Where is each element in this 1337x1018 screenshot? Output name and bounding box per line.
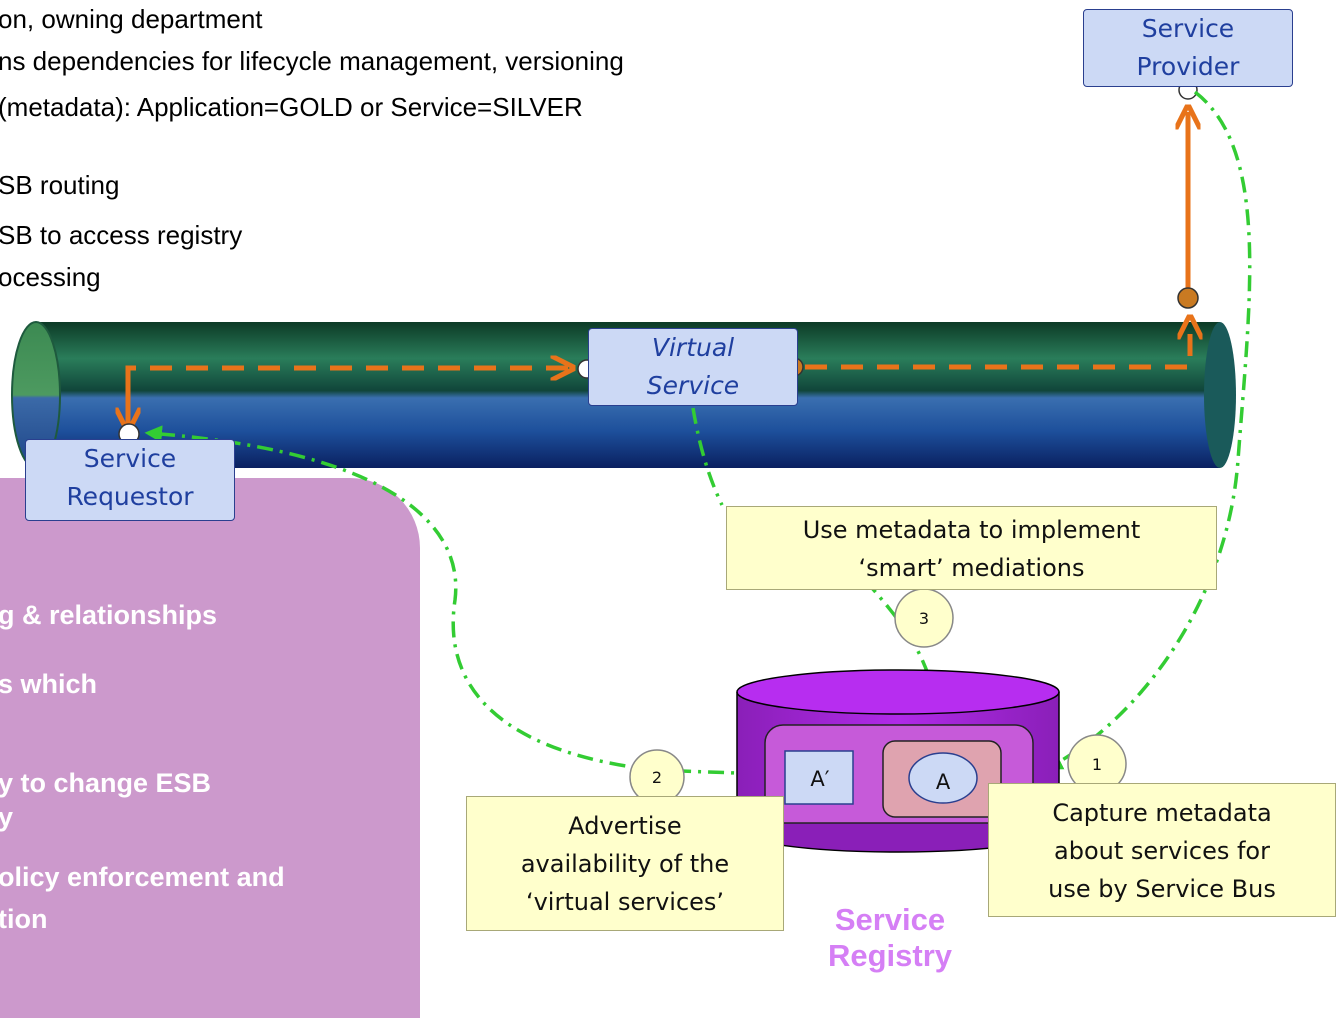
panel-line-y: y xyxy=(0,802,14,832)
note-smart-line2: ‘smart’ mediations xyxy=(858,554,1085,582)
registry-entry-a-prime-label: A′ xyxy=(810,767,829,791)
advertise-flow-line xyxy=(144,425,791,777)
note-advertise-line3: ‘virtual services’ xyxy=(525,888,725,916)
service-provider-line1: Service xyxy=(1141,14,1235,43)
panel-line-relationships: g & relationships xyxy=(0,600,218,630)
service-registry-label: Service Registry xyxy=(790,902,990,974)
provider-endpoint-dot xyxy=(1177,287,1199,309)
registry-label-line2: Registry xyxy=(827,938,953,973)
panel-line-which: s which xyxy=(0,669,98,699)
note-capture-line2: about services for xyxy=(1054,837,1270,865)
step-marker-3: 3 xyxy=(894,588,954,648)
note-capture-line1: Capture metadata xyxy=(1052,799,1272,827)
virtual-service-box: Virtual Service xyxy=(588,328,798,406)
bullet-metadata-classification: (metadata): Application=GOLD or Service=… xyxy=(0,92,583,122)
note-advertise-line2: availability of the xyxy=(520,850,730,878)
capture-flow-line xyxy=(1044,90,1252,770)
service-requestor-line1: Service xyxy=(83,444,177,473)
bullet-owning-department: on, owning department xyxy=(0,4,263,34)
panel-line-policy: olicy enforcement and xyxy=(0,862,285,892)
service-registry-store: A′ A xyxy=(736,669,1060,853)
registry-label-line1: Service xyxy=(834,902,946,937)
svg-text:3: 3 xyxy=(919,609,929,628)
note-smart-mediations: Use metadata to implement ‘smart’ mediat… xyxy=(726,506,1217,590)
virtual-service-line1: Virtual xyxy=(651,333,735,362)
registry-entry-a-prime-box xyxy=(784,750,854,805)
registry-entry-a-label: A xyxy=(936,770,951,794)
virtual-service-line2: Service xyxy=(646,371,740,400)
panel-line-change-esb: y to change ESB xyxy=(0,768,212,798)
bullet-dependencies: ns dependencies for lifecycle management… xyxy=(0,46,624,76)
step-marker-2: 2 xyxy=(629,749,685,805)
registry-entry-a-oval xyxy=(908,752,978,804)
smart-mediation-flow-line xyxy=(691,407,724,506)
bullet-processing: ocessing xyxy=(0,262,101,292)
provider-route-arrow xyxy=(805,322,1190,370)
service-provider-box: Service Provider xyxy=(1083,9,1293,87)
svg-text:2: 2 xyxy=(652,768,662,787)
bullet-esb-registry-access: SB to access registry xyxy=(0,220,243,250)
note-smart-line1: Use metadata to implement xyxy=(802,516,1141,544)
service-requestor-line2: Requestor xyxy=(66,482,194,511)
svg-text:1: 1 xyxy=(1092,755,1102,774)
note-capture-metadata: Capture metadata about services for use … xyxy=(988,783,1336,917)
note-capture-line3: use by Service Bus xyxy=(1048,875,1276,903)
panel-line-tion: tion xyxy=(0,904,48,934)
service-requestor-box: Service Requestor xyxy=(25,439,235,521)
benefits-panel xyxy=(0,478,420,1018)
note-advertise: Advertise availability of the ‘virtual s… xyxy=(466,796,784,931)
bullet-esb-routing: SB routing xyxy=(0,170,120,200)
service-provider-line2: Provider xyxy=(1136,52,1240,81)
note-advertise-line1: Advertise xyxy=(568,812,682,840)
